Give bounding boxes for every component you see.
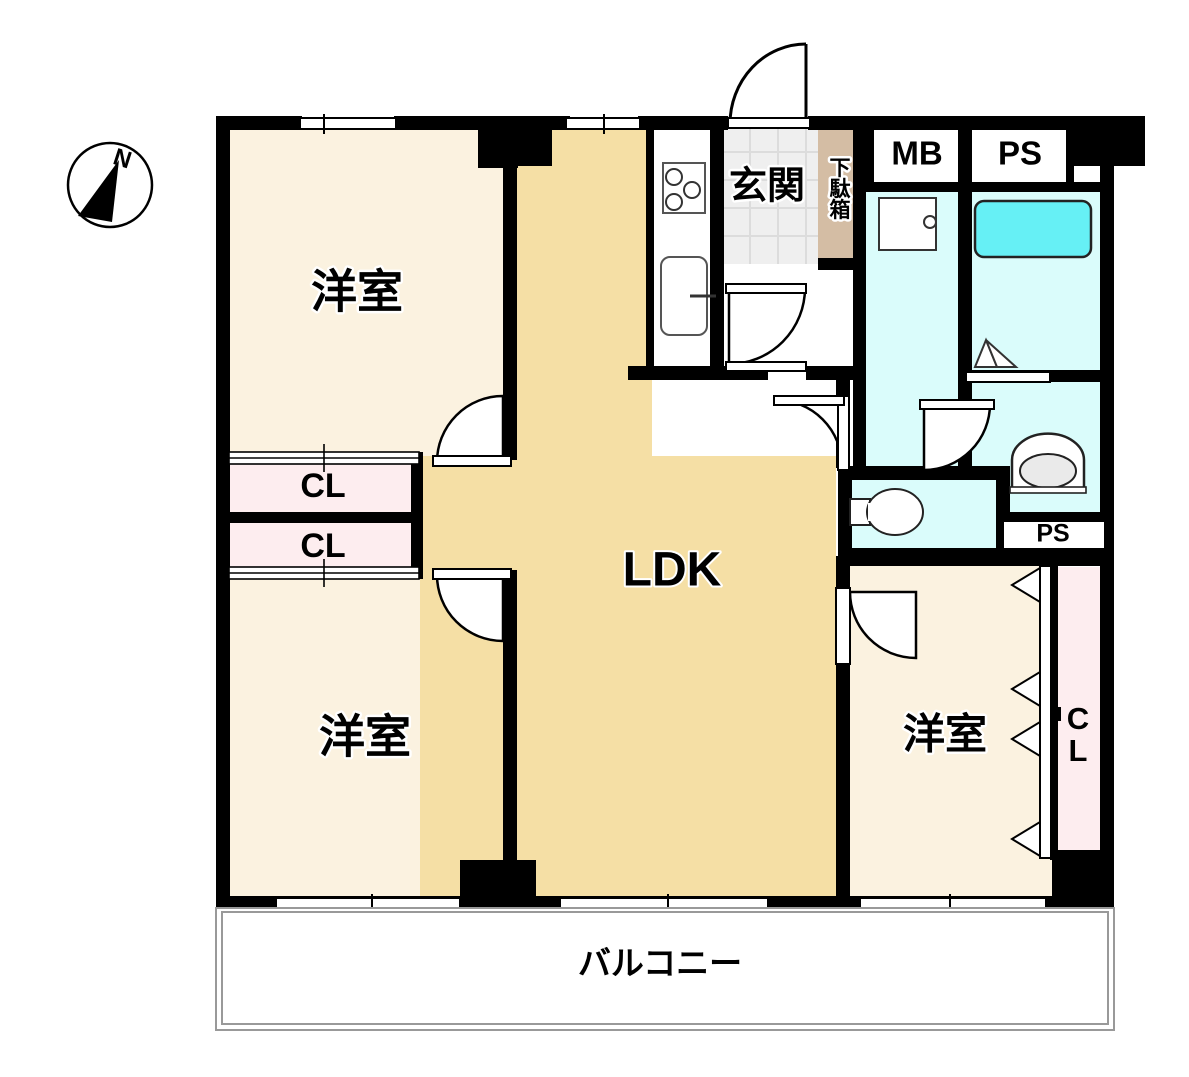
fixtures-group	[660, 162, 1093, 536]
wall-psmid-top	[1003, 512, 1104, 522]
wall-ps-right	[1066, 124, 1074, 190]
door-entrance[interactable]	[727, 42, 811, 129]
room-label-balcony: バルコニー	[578, 944, 742, 983]
fill-getabako	[818, 124, 855, 264]
wall-kitchen-right	[710, 124, 724, 374]
shaft-boxes	[874, 130, 1104, 548]
closet-label-right-line2: L	[1069, 733, 1088, 768]
wall-right-closet-bottom	[1050, 850, 1110, 860]
room-label-bedroom-bottom-left: 洋室	[319, 710, 411, 764]
wall-hall-bottom	[628, 366, 726, 380]
wall-top-f	[875, 116, 965, 130]
shaft-label-ps-mid: PS	[1036, 520, 1069, 548]
wall-right-bedroom-top	[836, 556, 1104, 566]
room-label-bedroom-right: 洋室	[903, 710, 987, 759]
kitchen-stove	[662, 162, 706, 214]
fold-panel-4[interactable]	[1010, 820, 1041, 858]
wall-toilet-left	[838, 466, 852, 562]
room-label-bedroom-top-left: 洋室	[311, 265, 403, 319]
wall-ldk-door-head	[836, 380, 850, 394]
north-arrow: N	[66, 141, 154, 229]
box-ps-top	[974, 130, 1066, 182]
wall-outer-left	[216, 116, 230, 910]
door-washroom[interactable]	[773, 395, 850, 471]
room-label-genkan: 玄関	[729, 164, 805, 208]
wall-closet-right-edge	[411, 456, 423, 579]
closet-right-door-track[interactable]	[1039, 565, 1052, 859]
fill-ldk-bridge	[510, 124, 652, 464]
wall-mb-bottom	[866, 182, 972, 192]
wall-ldk-jog	[478, 160, 518, 168]
fold-panel-2[interactable]	[1010, 670, 1041, 708]
wall-ps-bottom	[965, 182, 1105, 192]
door-bedroom-top-left[interactable]	[432, 394, 512, 467]
wall-corridor-right	[853, 264, 866, 470]
genkan-tile-pattern	[722, 124, 818, 264]
window-top-bedroom	[299, 117, 397, 130]
wall-outer-right-2	[1100, 166, 1114, 910]
door-bedroom-right[interactable]	[835, 587, 918, 665]
fold-panel-1[interactable]	[1010, 566, 1041, 604]
wall-bottom-pillar-right	[1052, 860, 1114, 910]
wall-top-d	[638, 116, 728, 130]
door-bedroom-bottom-left[interactable]	[432, 568, 512, 643]
label-getabako: 下駄箱	[827, 157, 851, 220]
wall-kitchen-left	[646, 124, 654, 368]
fill-ldk-main	[420, 456, 836, 905]
window-bath-bottom	[965, 371, 1051, 383]
box-mb	[874, 130, 958, 182]
labels: 洋室 洋室 洋室 LDK 玄関 バルコニー 下駄箱 CL CL C L MB P…	[300, 135, 1089, 985]
room-label-ldk: LDK	[623, 544, 722, 597]
closet-label-lower-left: CL	[300, 527, 345, 565]
kitchen-sink	[660, 256, 716, 336]
wall-left-bedroom-right-lower	[503, 570, 517, 903]
shaft-label-ps-top: PS	[998, 135, 1042, 172]
wall-mb-right	[958, 124, 972, 190]
bath-step	[973, 337, 1019, 368]
door-entry-hall[interactable]	[725, 283, 807, 372]
wall-hall-bottom-3	[806, 366, 866, 380]
wall-left-bedroom-right-upper	[503, 130, 517, 460]
closet-folding-doors[interactable]	[1010, 565, 1052, 859]
balcony-outline-inner	[221, 911, 1109, 1025]
toilet	[849, 488, 924, 536]
fill-genkan	[722, 124, 818, 264]
door-toilet[interactable]	[919, 399, 995, 472]
closet-sliding-doors[interactable]	[228, 444, 420, 587]
bathtub	[973, 199, 1093, 259]
fill-closet-right	[1058, 567, 1103, 857]
wash-basin	[1009, 432, 1087, 494]
box-ps-mid	[1004, 522, 1104, 548]
fold-panel-3[interactable]	[1010, 720, 1041, 758]
wall-top-b	[394, 116, 478, 130]
closet-label-right-line1: C	[1067, 701, 1089, 736]
closet-label-upper-left: CL	[300, 467, 345, 505]
wall-top-a	[216, 116, 302, 130]
wall-bottom-pillar-left	[460, 860, 536, 910]
balcony	[215, 907, 1115, 1031]
washing-machine	[878, 197, 937, 251]
doors[interactable]	[432, 42, 995, 665]
shaft-label-mb: MB	[891, 135, 942, 172]
compass-needle	[78, 160, 119, 222]
wall-mb-left	[866, 124, 874, 190]
wall-toilet-top	[838, 466, 1010, 480]
wall-getabako-right	[853, 124, 866, 270]
wall-top-g	[965, 116, 1065, 130]
wall-closet-mid	[227, 512, 419, 523]
fill-bedroom-top-left	[227, 124, 510, 456]
